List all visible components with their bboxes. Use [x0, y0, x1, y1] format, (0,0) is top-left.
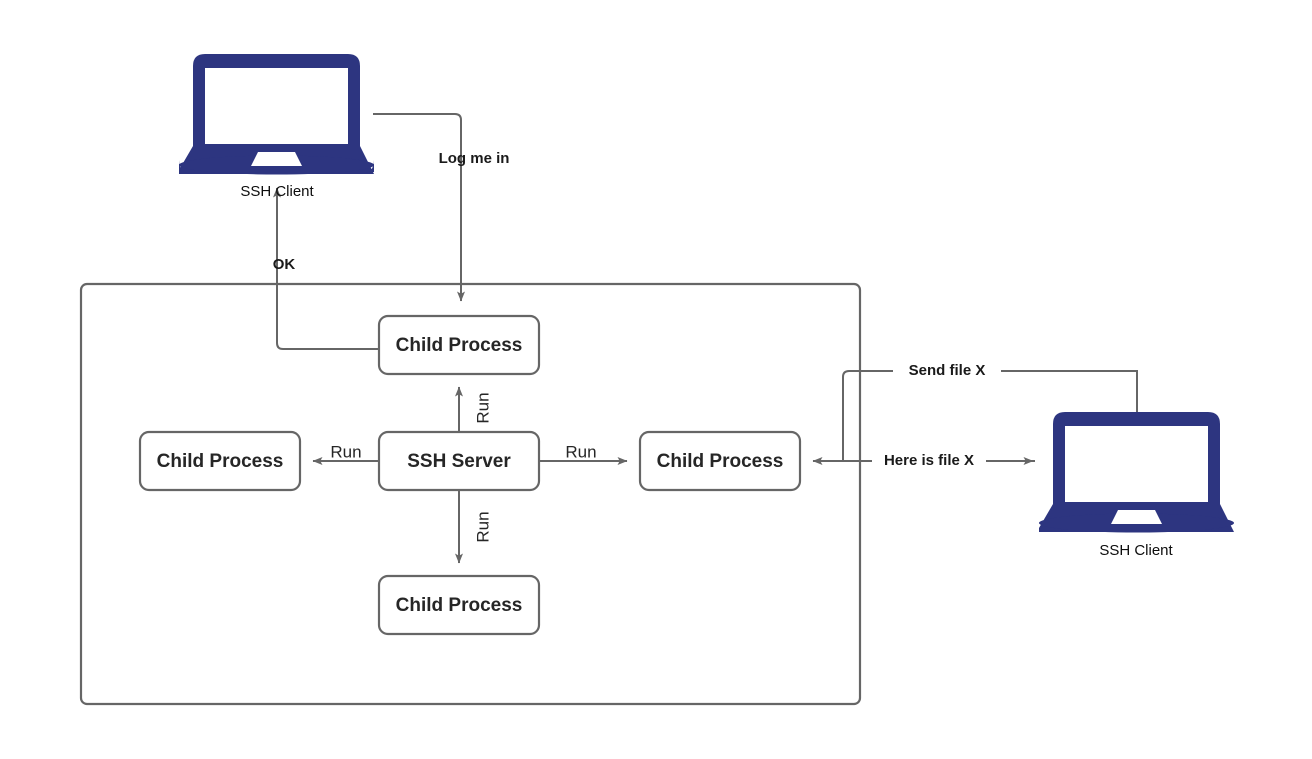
- node-child-process-bottom[interactable]: Child Process: [377, 574, 541, 636]
- laptop-icon-client-top: [179, 54, 374, 175]
- node-box[interactable]: [377, 430, 541, 492]
- edge-label-log-me-in: Log me in: [439, 150, 510, 167]
- edge-label-run-right: Run: [565, 442, 596, 461]
- node-label-child-right: Child Process: [657, 451, 784, 472]
- device-label-client-right: SSH Client: [1099, 542, 1173, 559]
- node-child-process-right[interactable]: Child Process: [638, 430, 802, 492]
- edge-label-ok: OK: [273, 256, 296, 273]
- node-label-child-top: Child Process: [396, 335, 523, 356]
- edge-label-send-file-x: Send file X: [909, 362, 986, 379]
- node-box[interactable]: [377, 314, 541, 376]
- node-label-child-bottom: Child Process: [396, 595, 523, 616]
- node-child-process-top[interactable]: Child Process: [377, 314, 541, 376]
- label-halo-send-file: [893, 361, 1001, 381]
- ssh-server-host-boundary: [79, 282, 862, 706]
- node-child-process-left[interactable]: Child Process: [138, 430, 302, 492]
- edge-log-me-in: [373, 113, 465, 302]
- edge-label-run-down: Run: [473, 511, 492, 542]
- node-label-ssh-server: SSH Server: [407, 451, 511, 472]
- edge-label-here-is-file-x: Here is file X: [884, 452, 974, 469]
- edge-label-run-left: Run: [330, 442, 361, 461]
- node-box[interactable]: [638, 430, 802, 492]
- node-box[interactable]: [377, 574, 541, 636]
- device-label-client-top: SSH Client: [240, 183, 314, 200]
- edge-send-file-x: [842, 370, 1138, 461]
- edge-label-run-up: Run: [473, 392, 492, 423]
- label-halo-here-is-file: [872, 451, 986, 471]
- node-ssh-server[interactable]: SSH Server: [377, 430, 541, 492]
- laptop-icon-client-right: [1039, 412, 1234, 533]
- node-box[interactable]: [138, 430, 302, 492]
- edge-ok: [273, 187, 379, 350]
- node-label-child-left: Child Process: [157, 451, 284, 472]
